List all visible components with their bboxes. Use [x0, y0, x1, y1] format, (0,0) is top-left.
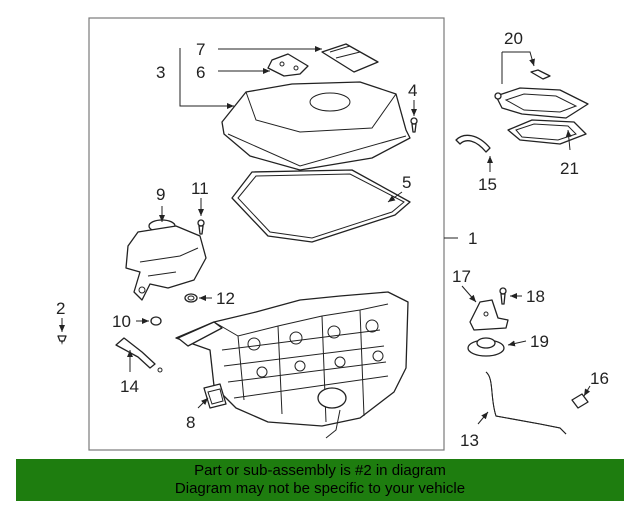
part-6-bracket[interactable]: [267, 53, 309, 77]
callout-16: 16: [590, 369, 609, 388]
callout-7: 7: [196, 40, 205, 59]
callout-9: 9: [156, 185, 165, 204]
part-5-gasket[interactable]: [231, 169, 411, 243]
part-8-plate[interactable]: [203, 383, 227, 409]
callout-4: 4: [408, 81, 417, 100]
callout-10: 10: [112, 312, 131, 331]
leader-lines: [59, 46, 591, 425]
callout-3: 3: [156, 63, 165, 82]
assembly-frame: [88, 17, 445, 451]
part-15-hose[interactable]: [455, 134, 491, 153]
callout-6: 6: [196, 63, 205, 82]
part-13-pipe[interactable]: [485, 371, 567, 435]
part-20-gasket[interactable]: [494, 69, 589, 119]
part-21-plate[interactable]: [507, 119, 587, 145]
part-2-fastener[interactable]: [57, 335, 67, 345]
callout-21: 21: [560, 159, 579, 178]
part-18-bolt[interactable]: [499, 287, 507, 305]
inverter-assembly: [175, 291, 409, 439]
info-banner: Part or sub-assembly is #2 in diagram Di…: [16, 459, 624, 501]
part-14-hose[interactable]: [115, 337, 163, 373]
part-9-reservoir[interactable]: [125, 219, 207, 301]
callout-17: 17: [452, 267, 471, 286]
part-16-clip[interactable]: [571, 393, 589, 409]
banner-line-1: Part or sub-assembly is #2 in diagram: [194, 462, 446, 479]
parts-diagram: 1 2 3 4 5 6 7 8 9 10 11 12 13 14 15 16 1…: [56, 17, 609, 451]
callout-19: 19: [530, 332, 549, 351]
callout-1: 1: [468, 229, 477, 248]
callout-13: 13: [460, 431, 479, 450]
part-11-bolt[interactable]: [197, 219, 205, 235]
part-17-bracket[interactable]: [469, 299, 509, 331]
part-7-plate[interactable]: [321, 43, 379, 73]
callout-2: 2: [56, 299, 65, 318]
part-19-mount[interactable]: [467, 337, 505, 357]
callout-20: 20: [504, 29, 523, 48]
banner-line-2: Diagram may not be specific to your vehi…: [174, 480, 466, 497]
callout-5: 5: [402, 173, 411, 192]
part-4-screw[interactable]: [410, 117, 418, 133]
callout-11: 11: [191, 179, 209, 198]
part-3-cover[interactable]: [221, 81, 411, 171]
callout-8: 8: [186, 413, 195, 432]
part-12-clamp[interactable]: [184, 293, 198, 303]
callout-12: 12: [216, 289, 235, 308]
callout-14: 14: [120, 377, 139, 396]
callout-18: 18: [526, 287, 545, 306]
callout-15: 15: [478, 175, 497, 194]
part-10-clamp[interactable]: [150, 316, 162, 326]
